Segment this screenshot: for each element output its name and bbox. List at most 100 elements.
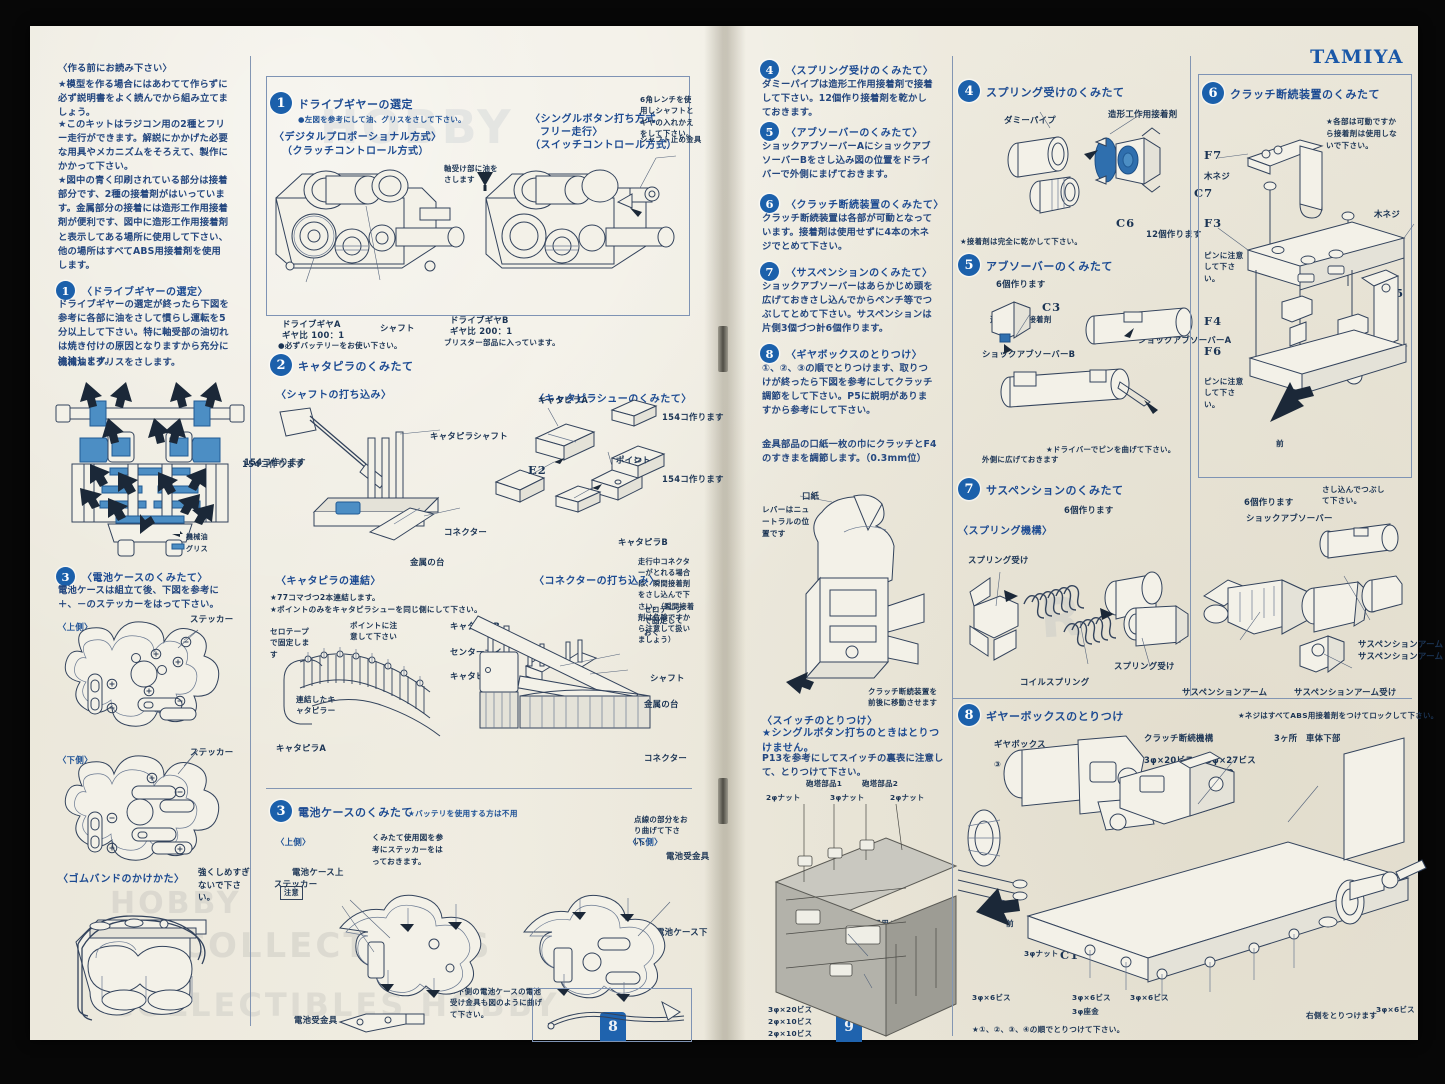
step2-sub-link: 〈キャタピラの連結〉 bbox=[276, 576, 381, 587]
step6-body-right: クラッチ断続装置は各部が可動となっています。接着剤は使用せずに4本の木ネジでとめ… bbox=[762, 213, 933, 253]
spring-mechanism-sub: 〈スプリング機構〉 bbox=[958, 526, 1053, 537]
gearbox-installation-diagram bbox=[957, 726, 1427, 1026]
lever-neutral-label: レバーはニュートラルの位置です bbox=[762, 505, 810, 539]
step3-divider bbox=[266, 788, 692, 789]
driver-bend-note: ★ドライバーでピンを曲げて下さい。 bbox=[1046, 445, 1176, 454]
part-f7-label: F7 bbox=[1204, 148, 1223, 162]
tape-fix-label-2: セロテープで固定しておく bbox=[644, 605, 684, 637]
clutch-move-label: クラッチ断続装置を前後に移動させます bbox=[868, 687, 938, 708]
battery-pack-rubberband-diagram bbox=[58, 888, 248, 1038]
track-chain-diagram bbox=[278, 626, 478, 746]
step5-body-right: ショックアブソーバーAにショックアブソーバーBをさし込み図の位置をドライバーで外… bbox=[762, 141, 931, 181]
body-lower-label: 車体下部 bbox=[1306, 733, 1341, 743]
drive-gear-b-label: ドライブギヤB bbox=[450, 315, 509, 325]
step-badge-left-1: 1 bbox=[56, 281, 75, 300]
battery-case-upper-assembly bbox=[330, 882, 510, 1032]
step-badge-left-c2-2: 2 bbox=[270, 354, 292, 376]
lower-battery-fold-note: ★下側の電池ケースの電池受け金具も図のように曲げて下さい。 bbox=[450, 987, 543, 1019]
screw-3x6-label-4: 3φ×6ビス bbox=[1376, 1005, 1415, 1014]
step2-sub-connector: 〈コネクターの打ち込み〉 bbox=[534, 576, 660, 587]
legend-symbols bbox=[171, 530, 188, 558]
step-badge-right-c2-5: 5 bbox=[958, 254, 980, 276]
step7-title-right: 〈サスペンションのくみたて〉 bbox=[786, 268, 933, 279]
battery-case-lower-assembly bbox=[510, 876, 690, 1036]
step3-sticker-label-2: ステッカー bbox=[190, 747, 234, 757]
battery-not-needed-note: ★バッテリを使用する方は不用 bbox=[408, 809, 518, 818]
right-col1-divider bbox=[952, 56, 953, 1036]
step1-wrench-callout: 6角レンチを使用しシャフトとギヤの入れかえをして下さい。 bbox=[640, 95, 694, 139]
screw-lock-note: ★ネジはすべてABS用接着剤をつけてロックして下さい。 bbox=[1238, 711, 1439, 720]
paper-gauge-label: 口紙 bbox=[802, 491, 820, 501]
spring-seat-assembly-diagram bbox=[994, 111, 1214, 232]
connector-note: 走行中コネクターがとれる場合は、瞬間接着剤をさし込んで下さい。（瞬間接着剤は危険… bbox=[638, 557, 695, 645]
gearbox-a-drawing bbox=[270, 154, 480, 304]
battery-detail-frame bbox=[532, 988, 692, 1042]
rubber-band-title: 〈ゴムバンドのかけかた〉 bbox=[58, 874, 185, 885]
step-badge-left-c2-1: 1 bbox=[270, 92, 292, 114]
step1-mode-b-line2: フリー走行〉 bbox=[540, 127, 603, 138]
battery-case-upper-diagram bbox=[52, 621, 242, 752]
pin-attention-note-1: ピンに注意して下さい。 bbox=[1204, 251, 1244, 283]
gearbox-label: ギヤボックス bbox=[994, 739, 1046, 749]
clutch-engage-device-diagram bbox=[1217, 132, 1415, 452]
blister-parts-note: ブリスター部品に入っています。 bbox=[444, 338, 560, 347]
suspension-spring-diagram bbox=[964, 544, 1214, 684]
step-badge-right-c3-6: 6 bbox=[1202, 82, 1224, 104]
step3-body-left: 電池ケースは組立て後、下図を参考に＋、－のステッカーをはって下さい。 bbox=[58, 585, 219, 611]
gearbox-b-drawing bbox=[480, 154, 692, 304]
adhesive-dry-note: ★接着剤は完全に乾かして下さい。 bbox=[960, 237, 1083, 246]
battery-case-upper-label: 電池ケース上 bbox=[292, 867, 344, 877]
intro-paragraph-3: ★図中の青く印刷されている部分は接着部分です、2種の接着剤がはいっています。金属… bbox=[58, 175, 229, 271]
linked-track-label: 連結したキャタピラー bbox=[296, 695, 336, 716]
intro-title: 〈作る前にお読み下さい〉 bbox=[58, 63, 172, 74]
step3-title-left: 〈電池ケースのくみたて〉 bbox=[82, 573, 208, 584]
nut-3mm-label: 3φナット bbox=[830, 793, 865, 802]
left-column-divider bbox=[250, 56, 251, 1026]
caution-badge: 注意 bbox=[280, 886, 303, 900]
step-badge-right-4: 4 bbox=[760, 60, 779, 79]
qty-12-label: 12個作ります bbox=[1146, 229, 1202, 239]
washer-3mm-label: 3φ座金 bbox=[1072, 1007, 1099, 1016]
nut-2mm-label-2: 2φナット bbox=[890, 793, 925, 802]
track-shaft-label: キャタピラシャフト bbox=[430, 431, 508, 441]
connector-label-1: コネクター bbox=[444, 527, 488, 537]
sticker-label-c2: ステッカー bbox=[274, 879, 318, 889]
shaft-label-2: シャフト bbox=[650, 673, 685, 683]
left-page: 8 〈作る前にお読み下さい〉 ★模型を作る場合にはあわてて作らずに必ず説明書をよ… bbox=[30, 26, 723, 1042]
gearbox-lubrication-diagram bbox=[50, 368, 250, 558]
link-note-1: ★77コマづつ2本連結します。 bbox=[270, 593, 380, 602]
step1-body-left: ドライブギヤーの選定が終ったら下図を参考に各部に油をさして慣らし運転を5分以上し… bbox=[58, 299, 229, 367]
clutch-adjustment-diagram bbox=[760, 486, 950, 696]
step-badge-right-8: 8 bbox=[760, 344, 779, 363]
nut-2mm-label-1: 2φナット bbox=[766, 793, 801, 802]
part-e2-label: E2 bbox=[528, 463, 547, 477]
step1-frame bbox=[266, 76, 690, 316]
step6-movable-note: ★各部は可動ですから接着剤は使用しないで下さい。 bbox=[1326, 117, 1398, 150]
suspension-arm-label-c3: サスペンションアーム bbox=[1182, 687, 1268, 697]
absorber-assembly-diagram bbox=[978, 292, 1208, 452]
step6-title-right: 〈クラッチ断続装置のくみたて〉 bbox=[786, 200, 944, 211]
legend-grease-label: グリス bbox=[186, 545, 208, 553]
right-side-note: 右側をとりつけます bbox=[1306, 1011, 1378, 1020]
battery-contact-label-1: 電池受金具 bbox=[666, 851, 710, 861]
center-guide-label: センターガイド bbox=[450, 647, 511, 657]
battery-required-note: ●必ずバッテリーをお使い下さい。 bbox=[278, 341, 402, 350]
sticker-instruction-note: くみたて使用図を参考にステッカーをはっておきます。 bbox=[372, 833, 444, 867]
suspension-arm-assembly-diagram bbox=[1194, 516, 1414, 686]
battery-case-lower-label: 電池ケース下 bbox=[656, 927, 708, 937]
tamiya-logo: TAMIYA bbox=[1310, 46, 1404, 68]
suspension-label-c3-2: サスペンションアーム bbox=[1358, 651, 1444, 661]
staple-top-2 bbox=[718, 346, 728, 372]
rubber-band-note: 強くしめすぎないで下さい。 bbox=[198, 867, 251, 903]
part-f6-label: F6 bbox=[1204, 344, 1223, 358]
shock-absorber-b-label: ショックアブソーバーB bbox=[982, 349, 1076, 359]
staple-bottom bbox=[718, 778, 728, 804]
step2-sub-shaft: 〈シャフトの打ち込み〉 bbox=[276, 390, 392, 401]
connector-label-2: コネクター bbox=[644, 753, 688, 763]
modelling-adhesive-label-1: 造形工作用接着剤 bbox=[1108, 109, 1178, 119]
step5-title-right: 〈アブソーバーのくみたて〉 bbox=[786, 128, 923, 139]
step1-note-left: 機械油とグリスをさします。 bbox=[58, 357, 181, 368]
step8-title-c2: ギヤーボックスのとりつけ bbox=[986, 710, 1124, 723]
step1-mode-b-line1: 〈シングルボタン打ち方式 bbox=[530, 114, 656, 125]
